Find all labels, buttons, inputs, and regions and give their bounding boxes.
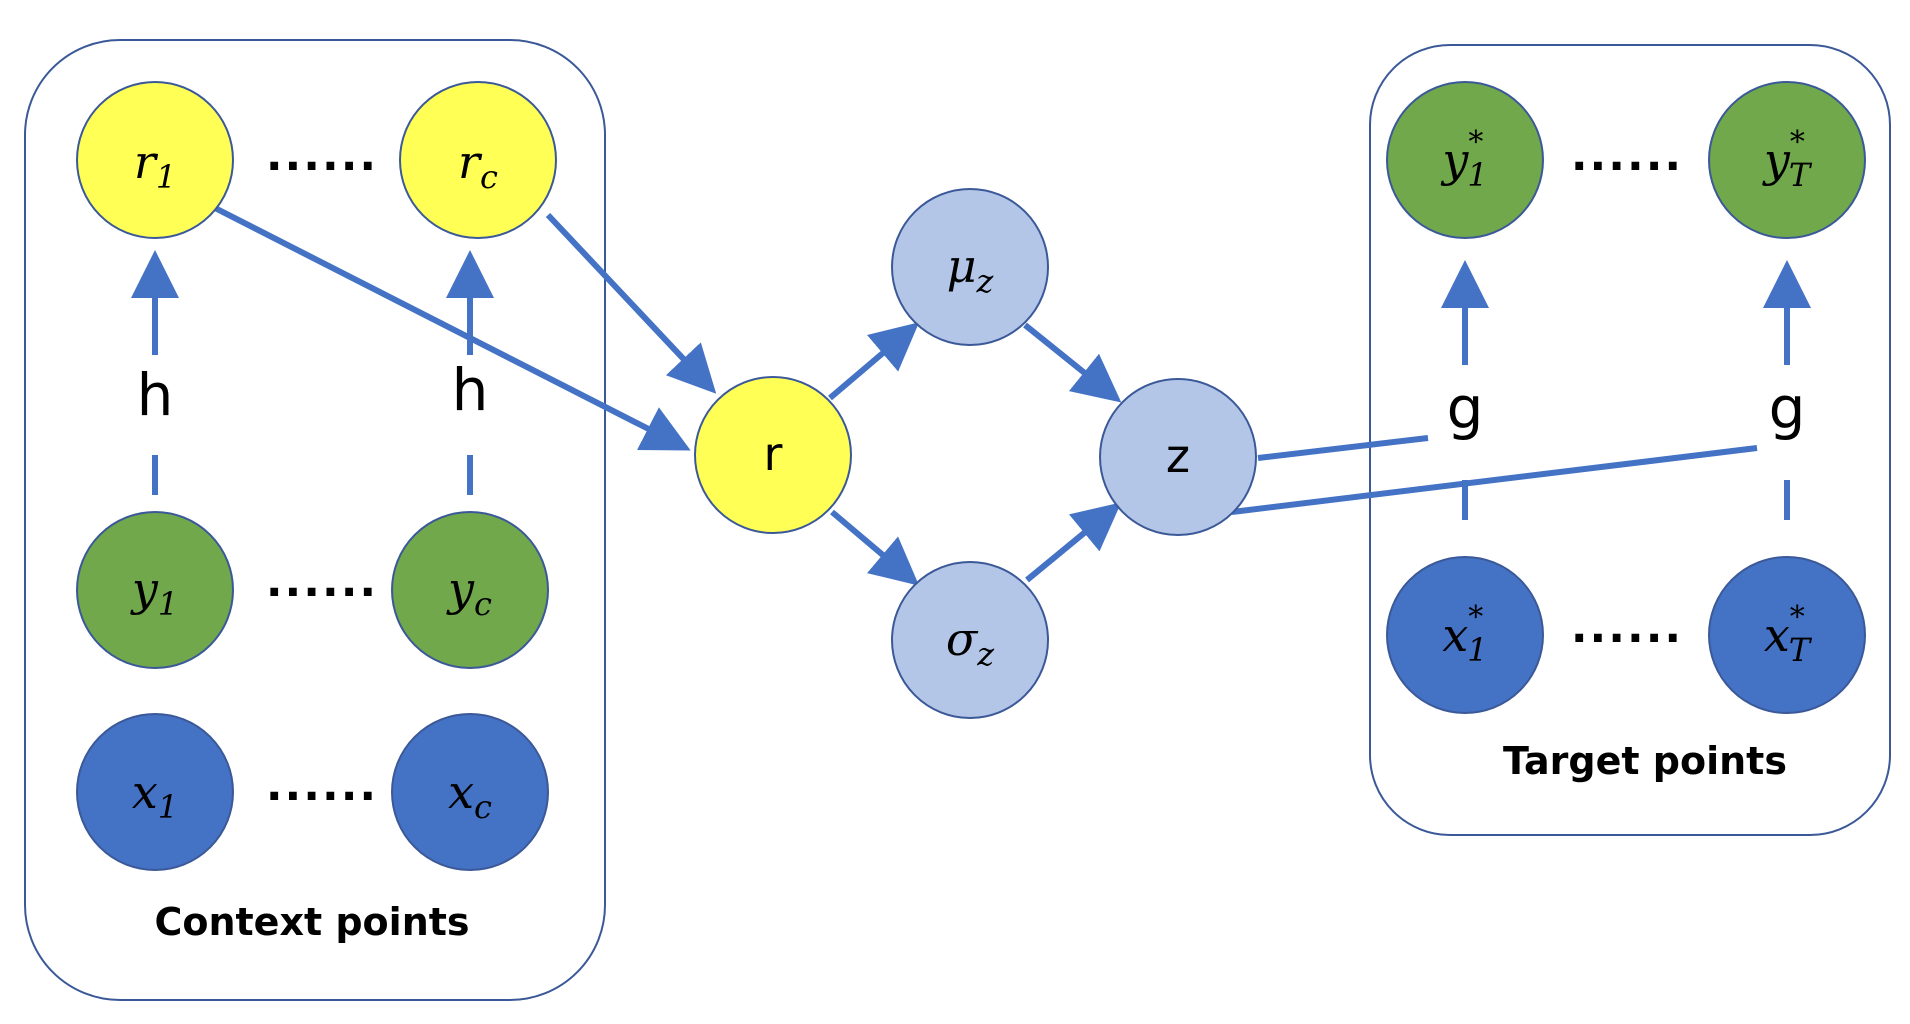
node-x1-label: x1 — [132, 765, 178, 826]
node-mu-label: μz — [947, 239, 995, 300]
edge-z-to-gT — [1231, 445, 1758, 515]
node-target-xT: x*T — [1708, 556, 1866, 714]
decoder-label-g-1: g — [1447, 374, 1484, 442]
node-z-circle — [1099, 378, 1257, 536]
encoder-label-h-1: h — [137, 361, 174, 429]
edge-r-to-sigma — [830, 509, 920, 586]
node-mu-circle — [891, 188, 1049, 346]
node-r1-label: r1 — [134, 135, 176, 196]
node-x1: x1 — [76, 713, 234, 871]
ellipsis-x: ...... — [266, 760, 378, 811]
node-target-xT-label: x*T — [1764, 600, 1813, 669]
node-r-circle — [694, 376, 852, 534]
node-x1-circle — [76, 713, 234, 871]
node-r1-circle — [76, 81, 234, 239]
node-y1-circle — [76, 511, 234, 669]
node-z-label: z — [1166, 429, 1190, 483]
node-r1: r1 — [76, 81, 234, 239]
node-target-x1-circle — [1386, 556, 1544, 714]
node-yc: yc — [391, 511, 549, 669]
node-sigma: σz — [891, 561, 1049, 719]
node-sigma-circle — [891, 561, 1049, 719]
node-target-y1-circle — [1386, 81, 1544, 239]
encoder-label-h-2: h — [452, 356, 489, 424]
target-points-caption: Target points — [1503, 739, 1787, 783]
node-r-label: r — [764, 427, 783, 481]
node-rc-circle — [399, 81, 557, 239]
node-target-xT-circle — [1708, 556, 1866, 714]
node-yc-circle — [391, 511, 549, 669]
node-y1: y1 — [76, 511, 234, 669]
node-target-yT-circle — [1708, 81, 1866, 239]
ellipsis-r: ...... — [266, 130, 378, 181]
node-mu: μz — [891, 188, 1049, 346]
node-target-y1-label: y*1 — [1440, 125, 1487, 194]
edge-rc-to-r — [545, 212, 717, 394]
decoder-label-g-2: g — [1769, 374, 1806, 442]
node-yc-label: yc — [446, 562, 492, 623]
node-r: r — [694, 376, 852, 534]
node-rc: rc — [399, 81, 557, 239]
context-points-caption: Context points — [154, 900, 469, 944]
edge-z-to-g1 — [1257, 435, 1429, 461]
edge-r-to-mu — [828, 322, 920, 401]
ellipsis-y: ...... — [266, 556, 378, 607]
ellipsis-target-x: ...... — [1571, 602, 1683, 653]
node-target-x1-label: x*1 — [1442, 600, 1487, 669]
node-sigma-label: σz — [946, 612, 995, 673]
node-target-yT: y*T — [1708, 81, 1866, 239]
ellipsis-target-y: ...... — [1571, 130, 1683, 181]
node-target-yT-label: y*T — [1762, 125, 1813, 194]
node-xc-circle — [391, 713, 549, 871]
edge-r1-to-r — [213, 205, 691, 451]
node-xc: xc — [391, 713, 549, 871]
node-z: z — [1099, 378, 1257, 536]
function-labels: h h g g — [137, 356, 1806, 442]
edges — [131, 205, 1811, 586]
node-target-x1: x*1 — [1386, 556, 1544, 714]
node-target-y1: y*1 — [1386, 81, 1544, 239]
node-y1-label: y1 — [130, 562, 178, 623]
ellipsis-markers: ...... ...... ...... ...... ...... — [266, 130, 1683, 811]
edge-sigma-to-z — [1025, 502, 1122, 583]
node-rc-label: rc — [458, 135, 498, 196]
node-xc-label: xc — [448, 765, 492, 826]
edge-mu-to-z — [1023, 322, 1122, 403]
